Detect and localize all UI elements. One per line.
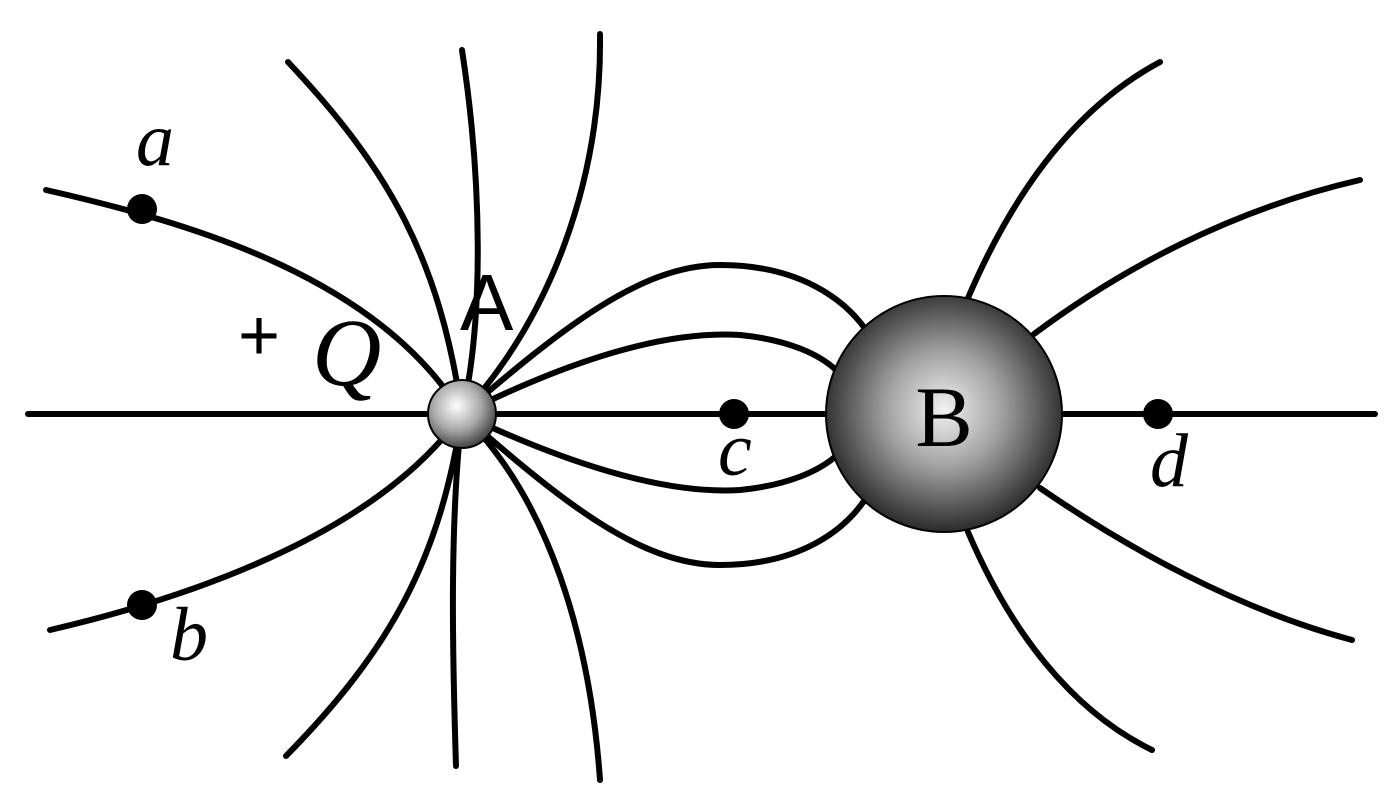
- field-line-right-lower-shallow: [1037, 485, 1355, 643]
- field-line-lower-right: [459, 411, 603, 783]
- field-lines-between: [459, 261, 869, 569]
- field-line-upper-mid: [459, 47, 481, 417]
- field-line-lower-mid: [449, 411, 465, 769]
- point-a-label: a: [136, 98, 174, 182]
- field-lines-right: [965, 59, 1363, 753]
- field-line-right-lower-steep: [965, 529, 1155, 753]
- field-line-right-upper-steep: [965, 59, 1163, 301]
- field-line-upper-left: [285, 59, 465, 417]
- field-line-right-upper-shallow: [1031, 177, 1363, 337]
- point-b-dot: [127, 590, 157, 620]
- field-line-lower-left: [283, 411, 465, 759]
- charge-a-symbol: Q: [312, 299, 381, 406]
- point-d-dot: [1143, 399, 1173, 429]
- field-line-between-top-outer: [459, 261, 869, 417]
- field-line-through-a: [43, 187, 465, 417]
- field-lines-left: [43, 31, 604, 783]
- field-line-between-bottom-outer: [459, 411, 869, 569]
- point-c-label: c: [718, 408, 752, 492]
- charge-a-sign: +: [238, 296, 280, 376]
- charge-a-sphere: [427, 379, 497, 449]
- field-line-upper-right: [459, 31, 604, 417]
- sphere-b: [825, 295, 1063, 533]
- field-line-between-bottom-inner: [459, 411, 839, 494]
- point-b-label: b: [170, 593, 208, 677]
- charge-a-label: A: [460, 258, 514, 347]
- point-a-dot: [127, 194, 157, 224]
- sphere-b-label: B: [915, 369, 972, 465]
- field-line-between-top-inner: [459, 331, 839, 417]
- point-c-dot: [719, 399, 749, 429]
- point-d-label: d: [1150, 419, 1189, 503]
- field-line-through-b: [47, 411, 465, 633]
